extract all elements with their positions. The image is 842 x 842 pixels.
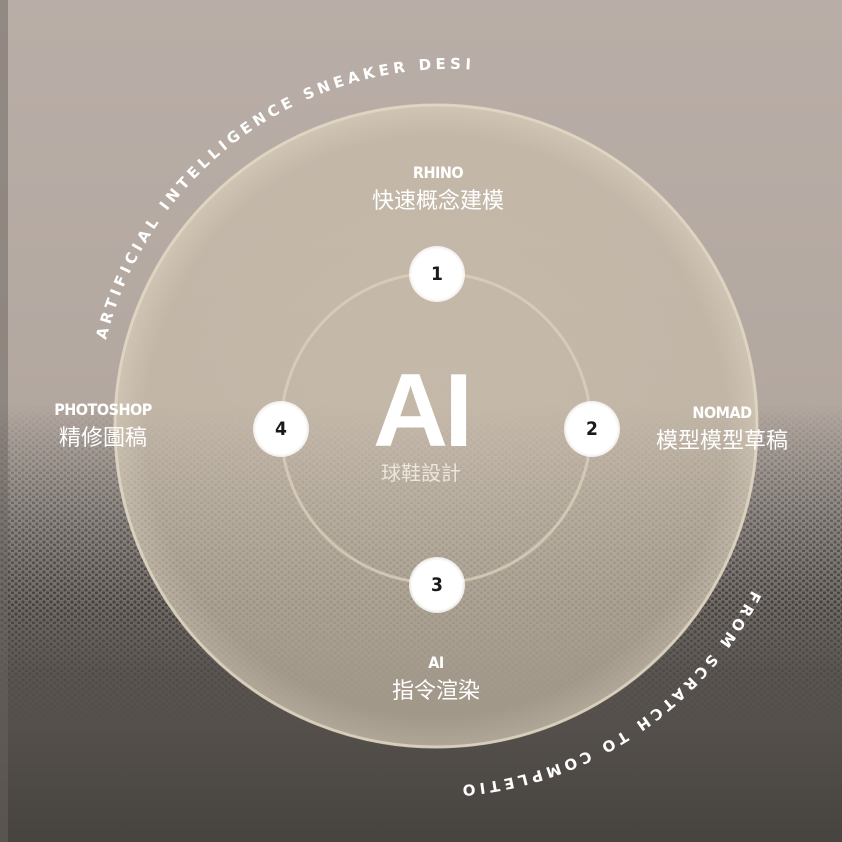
step-2-label: NOMAD 模型模型草稿: [642, 403, 802, 457]
step-4-node: 4: [253, 401, 309, 457]
center-subtitle: 球鞋設計: [381, 461, 461, 485]
step-4-tool: PHOTOSHOP: [54, 400, 152, 419]
step-2-tool: NOMAD: [692, 403, 752, 422]
step-3-desc: 指令渲染: [391, 679, 480, 704]
step-2-desc: 模型模型草稿: [655, 429, 788, 454]
step-1-label: RHINO 快速概念建模: [338, 163, 538, 217]
step-4-desc: 精修圖稿: [58, 426, 147, 451]
step-4-label: PHOTOSHOP 精修圖稿: [38, 400, 168, 454]
step-1-node: 1: [409, 246, 465, 302]
step-1-tool: RHINO: [412, 163, 464, 182]
center-title: AI: [373, 353, 473, 469]
step-2-node: 2: [564, 401, 620, 457]
step-1-desc: 快速概念建模: [371, 189, 504, 214]
step-3-label: AI 指令渲染: [336, 653, 536, 707]
step-3-node: 3: [409, 557, 465, 613]
step-3-tool: AI: [428, 653, 444, 672]
